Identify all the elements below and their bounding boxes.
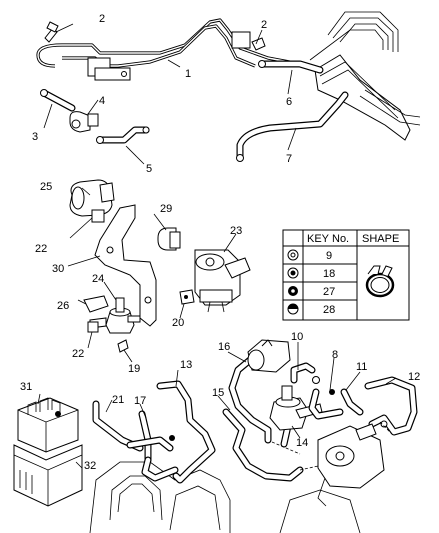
key-table: KEY No. SHAPE 9 18 27 28 — [282, 229, 410, 321]
key-row-3-no: 27 — [323, 286, 335, 298]
callout-13: 13 — [180, 359, 192, 371]
callout-30: 30 — [52, 263, 64, 275]
callout-25: 25 — [40, 181, 52, 193]
callout-8: 8 — [332, 349, 338, 361]
callout-32: 32 — [84, 460, 96, 472]
callout-29: 29 — [160, 203, 172, 215]
hose-clamp-icon — [365, 265, 395, 298]
callout-14: 14 — [296, 437, 308, 449]
callout-16: 16 — [218, 341, 230, 353]
item-22-bottom — [87, 321, 99, 333]
callout-12: 12 — [408, 371, 420, 383]
item-16-component — [247, 339, 291, 373]
callout-19: 19 — [128, 363, 140, 375]
half-filled-icon — [287, 303, 299, 315]
callout-26: 26 — [57, 300, 69, 312]
key-row-1-no: 9 — [326, 250, 332, 262]
key-header-key: KEY — [307, 233, 330, 245]
callouts: 2 2 1 4 3 5 6 7 25 22 29 23 30 24 26 22 … — [20, 13, 420, 472]
callout-22-lower: 22 — [72, 348, 84, 360]
mounting-bracket — [94, 204, 157, 327]
callout-17: 17 — [134, 395, 146, 407]
callout-6: 6 — [286, 96, 292, 108]
callout-20: 20 — [172, 317, 184, 329]
item-20-clip — [179, 289, 195, 305]
callout-5: 5 — [146, 163, 152, 175]
callout-31: 31 — [20, 381, 32, 393]
air-filter-housing — [13, 397, 83, 507]
callout-2-top-right: 2 — [261, 19, 267, 31]
callout-11: 11 — [356, 361, 367, 373]
callout-3: 3 — [32, 131, 38, 143]
leader-lines — [37, 23, 397, 469]
callout-7: 7 — [286, 153, 292, 165]
ring-icon — [287, 249, 299, 261]
callout-1: 1 — [185, 68, 191, 80]
callout-4: 4 — [99, 95, 105, 107]
callout-24: 24 — [92, 273, 104, 285]
callout-15: 15 — [212, 387, 224, 399]
dot-ring-icon — [287, 267, 299, 279]
item-26-bracket — [83, 295, 109, 313]
vapor-tube-assembly — [36, 18, 301, 81]
key-header-no: No. — [332, 233, 349, 245]
engine-vacuum-lines — [309, 11, 421, 141]
engine-outline — [89, 461, 361, 533]
item-23-solenoid — [194, 249, 251, 313]
callout-2-top-left: 2 — [99, 13, 105, 25]
item-24-valve — [89, 297, 141, 334]
callout-22-upper: 22 — [35, 243, 47, 255]
key-header-shape: SHAPE — [362, 233, 399, 245]
callout-23: 23 — [230, 225, 242, 237]
key-row-4-no: 28 — [323, 304, 335, 316]
distributor — [317, 423, 385, 507]
purge-canister — [69, 179, 115, 223]
item-29-clip — [157, 227, 181, 251]
item-19-bolt — [117, 339, 129, 353]
callout-21: 21 — [112, 394, 124, 406]
key-row-2-no: 18 — [323, 268, 335, 280]
filled-ring-icon — [288, 286, 298, 296]
callout-10: 10 — [291, 331, 303, 343]
